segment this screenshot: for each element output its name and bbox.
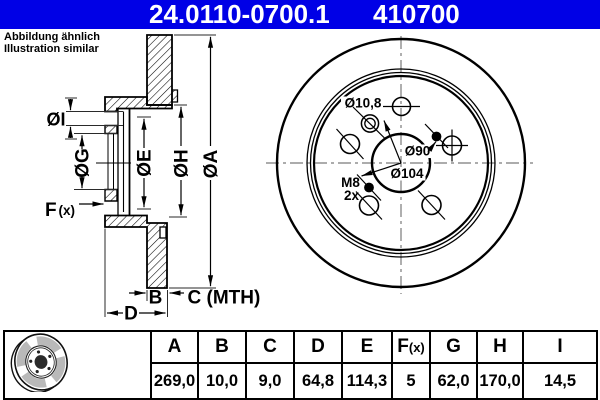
bolt-hole-lower-left	[358, 195, 380, 216]
dimension-lines	[67, 36, 214, 316]
disc-icon	[10, 333, 68, 394]
dim-label-a: ØA	[201, 149, 222, 178]
wear-notch-bottom	[159, 226, 167, 239]
dimension-table: A B C D E F(x) G H I 269,0 10,0 9,0 64,8…	[3, 329, 598, 400]
dim-label-f: F	[45, 200, 57, 221]
hat-flange-bottom-and-ring	[104, 214, 168, 289]
value-e: 114,3	[341, 362, 393, 400]
annotation-bolt-hole-dia: Ø10,8	[345, 96, 382, 111]
section-inner-lines	[96, 108, 131, 216]
header-bar	[0, 0, 600, 29]
annotation-thread-size: M8	[341, 175, 360, 190]
front-view: Ø10,8 Ø90 Ø104 M8 2x	[266, 36, 533, 294]
value-f: 5	[391, 362, 431, 400]
col-header-f: F(x)	[391, 329, 431, 365]
col-header-h: H	[476, 329, 524, 365]
disclaimer-line-en: Illustration similar	[4, 42, 99, 55]
value-d: 64,8	[293, 362, 343, 400]
value-b: 10,0	[197, 362, 247, 400]
disclaimer-line-de: Abbildung ähnlich	[4, 31, 100, 43]
value-h: 170,0	[476, 362, 524, 400]
annotation-bolt-circle: Ø104	[390, 166, 424, 181]
catalog-number: 24.0110-0700.1	[149, 0, 330, 29]
annotation-hub-circle: Ø90	[405, 144, 431, 159]
annotation-thread-count: 2x	[344, 188, 360, 203]
center-bore-circle	[370, 132, 432, 194]
bolt-holes	[336, 96, 468, 220]
value-g: 62,0	[429, 362, 478, 400]
value-c: 9,0	[245, 362, 295, 400]
col-header-a: A	[150, 329, 199, 365]
leader-arrows	[361, 120, 437, 177]
wear-notch-top	[171, 89, 179, 103]
col-header-b: B	[197, 329, 247, 365]
dim-label-i: ØI	[46, 110, 65, 130]
col-header-i: I	[522, 329, 598, 365]
dim-label-e: ØE	[135, 149, 156, 176]
hat-wall-segment-lower	[104, 188, 118, 202]
col-header-d: D	[293, 329, 343, 365]
disclaimer-note: Abbildung ähnlich Illustration similar	[4, 31, 100, 55]
cross-section-view	[96, 34, 179, 289]
value-i: 14,5	[522, 362, 598, 400]
disc-circles	[275, 37, 527, 289]
bolt-hole-lower-right	[421, 194, 442, 216]
dim-label-b: B	[149, 288, 163, 309]
thread-holes	[356, 123, 449, 201]
center-lines	[266, 36, 533, 294]
col-header-c: C	[245, 329, 295, 365]
friction-ring-top	[146, 34, 173, 106]
col-header-e: E	[341, 329, 393, 365]
dim-label-f-suffix: (x)	[59, 203, 76, 218]
disc-icon-cell	[3, 330, 152, 400]
col-header-g: G	[429, 329, 478, 365]
dim-label-h: ØH	[172, 149, 193, 178]
section-hatched-body	[104, 34, 179, 289]
technical-drawing: ØI ØG ØE ØH ØA F (x) B C (MTH) D	[45, 34, 533, 325]
dim-label-d: D	[124, 304, 138, 325]
disc-icon-center-hole	[34, 355, 48, 369]
chamfered-hole-outer	[360, 114, 380, 133]
hat-wall-segment-upper	[104, 124, 118, 135]
dim-label-c: C (MTH)	[188, 288, 261, 309]
bolt-hole-left	[339, 133, 361, 155]
dimension-annotations: ØI ØG ØE ØH ØA F (x) B C (MTH) D	[45, 34, 261, 325]
dim-label-g: ØG	[73, 148, 94, 178]
article-number: 410700	[373, 0, 460, 29]
extension-lines	[65, 34, 216, 317]
annotation-backgrounds	[338, 96, 432, 202]
outer-diameter-circle	[275, 37, 527, 289]
chamfered-hole-inner	[364, 117, 376, 130]
value-a: 269,0	[150, 362, 199, 400]
